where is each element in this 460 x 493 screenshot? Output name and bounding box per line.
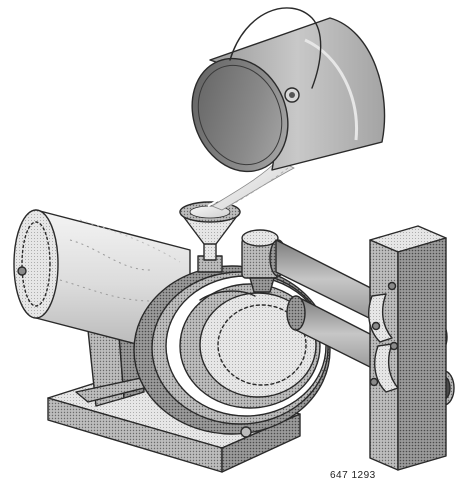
clamp-bolt-icon	[369, 377, 379, 387]
catalog-number: 647 1293	[330, 470, 376, 481]
motor-vent-icon	[17, 266, 27, 276]
clamp-bolt-icon	[387, 281, 397, 291]
bucket	[191, 7, 386, 173]
water-stream	[207, 159, 295, 211]
bucket-handle	[229, 7, 322, 89]
discharge-elbow	[241, 229, 287, 293]
pipe-clamps	[368, 281, 399, 393]
clamp-bolt-icon	[371, 321, 381, 331]
drain-plug-icon	[240, 426, 252, 438]
motor-mount	[75, 321, 161, 407]
priming-funnel	[179, 201, 241, 273]
clamp-bolt-icon	[389, 341, 399, 351]
